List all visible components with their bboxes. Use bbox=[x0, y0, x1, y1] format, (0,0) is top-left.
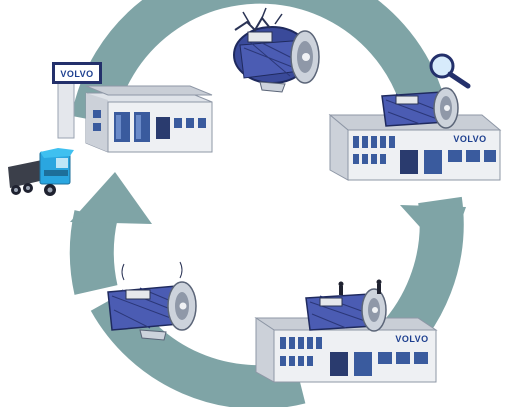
cycle-arrowhead-right bbox=[400, 205, 466, 258]
dealer-sign-label: VOLVO bbox=[60, 69, 93, 79]
remanufactured-gearbox-icon bbox=[107, 261, 197, 341]
dealer-sign-icon: VOLVO bbox=[52, 62, 102, 139]
cycle-arrowhead-left bbox=[70, 172, 152, 224]
facility-right-brand: VOLVO bbox=[453, 134, 486, 144]
gearbox-on-roof-bottom bbox=[305, 279, 387, 332]
truck-icon bbox=[8, 148, 74, 196]
facility-bottom-brand: VOLVO bbox=[395, 334, 428, 344]
dealer-workshop-building bbox=[85, 85, 213, 153]
gearbox-on-roof-right bbox=[381, 87, 459, 129]
magnifier-icon bbox=[429, 53, 471, 89]
damaged-gearbox-icon bbox=[233, 7, 320, 93]
